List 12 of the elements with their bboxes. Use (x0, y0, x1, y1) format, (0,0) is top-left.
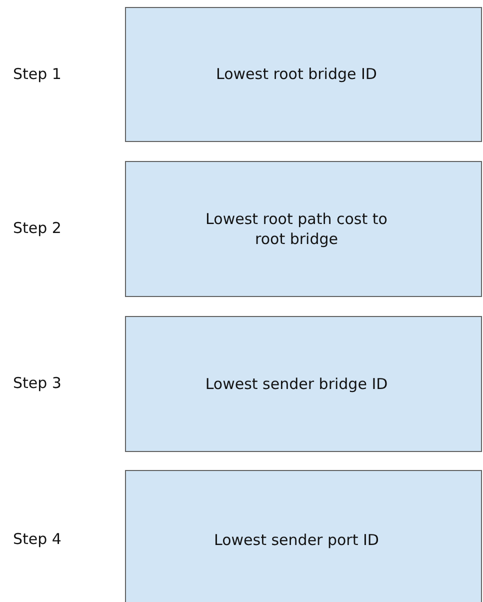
step-label: Step 2 (13, 219, 62, 237)
step-box (125, 161, 482, 297)
step-text: Lowest root path cost to root bridge (204, 208, 388, 250)
step-label: Step 1 (13, 64, 62, 82)
step-text: Lowest sender bridge ID (205, 374, 389, 394)
step-label: Step 3 (13, 374, 62, 392)
step-label: Step 4 (13, 530, 62, 548)
step-box (125, 470, 482, 602)
step-box (125, 7, 482, 142)
step-box (125, 316, 482, 452)
step-text: Lowest sender port ID (214, 530, 380, 550)
step-text: Lowest root bridge ID (216, 64, 378, 85)
